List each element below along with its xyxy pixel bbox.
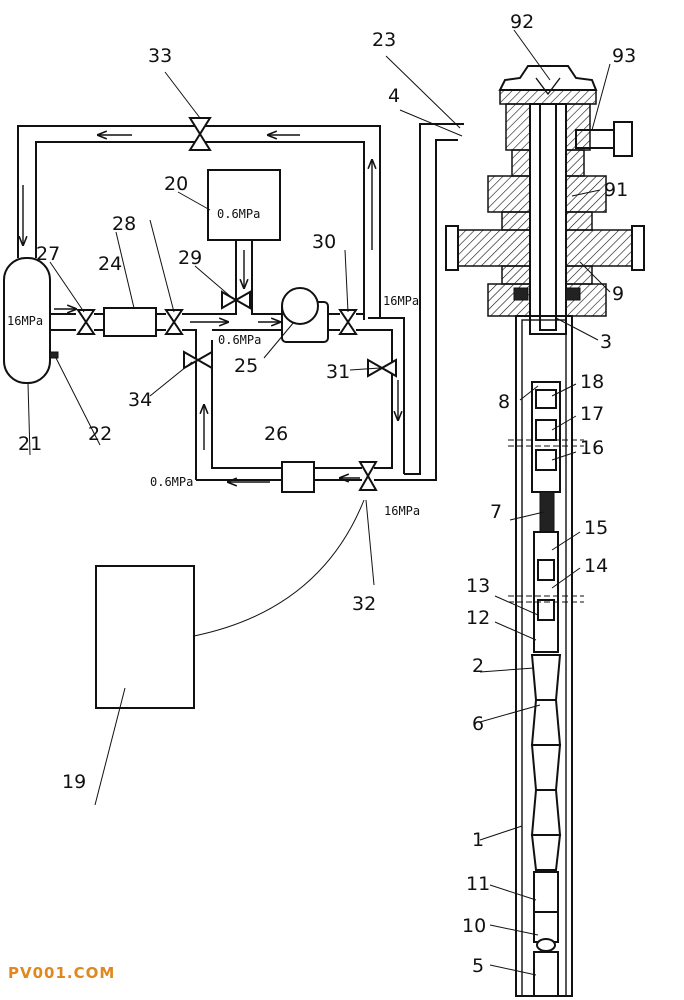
callout-31: 31 <box>326 361 350 383</box>
callout-15: 15 <box>584 517 608 539</box>
callout-11: 11 <box>466 873 490 895</box>
filter-24 <box>103 307 157 337</box>
callout-20: 20 <box>164 173 188 195</box>
valve-27 <box>76 309 96 335</box>
callout-10: 10 <box>462 915 486 937</box>
pressure-label-pump: 0.6MPa <box>218 333 261 347</box>
side-flange <box>613 121 633 157</box>
lower-loop-pipes <box>196 123 464 481</box>
break-line-1 <box>508 439 584 447</box>
callout-30: 30 <box>312 231 336 253</box>
cap-flange <box>499 89 597 105</box>
ball-5 <box>536 938 556 952</box>
callout-25: 25 <box>234 355 258 377</box>
pump-6 <box>530 654 562 871</box>
feed-pipe <box>50 313 76 331</box>
valve-31 <box>367 358 397 378</box>
callout-1: 1 <box>472 829 484 851</box>
callout-33: 33 <box>148 45 172 67</box>
callout-17: 17 <box>580 403 604 425</box>
valve-29 <box>221 290 251 310</box>
filter-26 <box>281 461 315 493</box>
pressure-label-upper-right: 16MPa <box>383 294 419 308</box>
pressure-label-lower-left: 0.6MPa <box>150 475 193 489</box>
callout-92: 92 <box>510 11 534 33</box>
controller-19 <box>95 565 195 709</box>
valve-32 <box>358 461 378 491</box>
tank-21 <box>3 257 51 384</box>
watermark: PV001.COM <box>8 964 115 982</box>
pressure-label-16mpa: 16MPa <box>7 314 43 328</box>
callout-5: 5 <box>472 955 484 977</box>
callout-8: 8 <box>498 391 510 413</box>
return-pipe-outer <box>17 125 381 319</box>
break-line-2 <box>508 595 584 603</box>
gauge-22 <box>49 351 59 359</box>
valve-34 <box>183 350 213 370</box>
callout-23: 23 <box>372 29 396 51</box>
distribution-pipes <box>182 240 282 480</box>
callout-3: 3 <box>600 331 612 353</box>
cap-valve <box>535 77 561 96</box>
callout-12: 12 <box>466 607 490 629</box>
well-assembly <box>445 65 645 997</box>
rod-3 <box>539 103 557 331</box>
callout-2: 2 <box>472 655 484 677</box>
callout-9: 9 <box>612 283 624 305</box>
control-cable <box>193 499 365 637</box>
callout-14: 14 <box>584 555 608 577</box>
callout-91: 91 <box>604 179 628 201</box>
part-10 <box>533 911 559 943</box>
callout-32: 32 <box>352 593 376 615</box>
callout-27: 27 <box>36 243 60 265</box>
callout-29: 29 <box>178 247 202 269</box>
callout-28: 28 <box>112 213 136 235</box>
callout-4: 4 <box>388 85 400 107</box>
valve-33 <box>188 117 212 151</box>
bottom-5 <box>533 951 559 997</box>
callout-18: 18 <box>580 371 604 393</box>
callout-13: 13 <box>466 575 490 597</box>
callout-34: 34 <box>128 389 152 411</box>
high-pressure-pipe <box>356 313 405 474</box>
valve-30 <box>338 309 358 335</box>
part-11 <box>533 871 559 913</box>
leader-lines <box>27 29 611 976</box>
tool-string-middle <box>533 531 559 653</box>
callout-93: 93 <box>612 45 636 67</box>
hydraulic-circuit: 16MPa 0.6MPa <box>3 117 464 709</box>
pump-25 <box>281 287 319 325</box>
callout-numbers: 33 20 28 24 27 29 30 25 31 34 21 22 26 3… <box>18 11 636 977</box>
callout-22: 22 <box>88 423 112 445</box>
callout-16: 16 <box>580 437 604 459</box>
callout-19: 19 <box>62 771 86 793</box>
callout-26: 26 <box>264 423 288 445</box>
callout-24: 24 <box>98 253 122 275</box>
callout-7: 7 <box>490 501 502 523</box>
pressure-label-tank20: 0.6MPa <box>217 207 260 221</box>
tank-20 <box>207 169 281 241</box>
callout-21: 21 <box>18 433 42 455</box>
pressure-label-lower-right: 16MPa <box>384 504 420 518</box>
callout-6: 6 <box>472 713 484 735</box>
valve-28 <box>164 309 184 335</box>
